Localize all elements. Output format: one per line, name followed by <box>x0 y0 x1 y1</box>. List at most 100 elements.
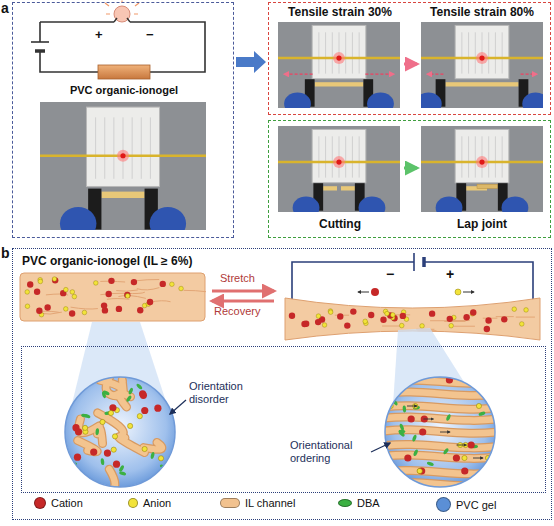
dba-molecule <box>446 414 452 422</box>
breadboard-row <box>468 32 469 73</box>
flow-arrow <box>236 51 266 73</box>
anion-dot <box>25 290 30 295</box>
cation-dot <box>350 308 356 314</box>
cation-dot <box>131 279 137 285</box>
ionogel-band <box>20 273 205 321</box>
breadboard <box>312 25 366 78</box>
cation-dot <box>419 428 426 435</box>
anion-dot <box>158 456 163 461</box>
anion-dot <box>100 419 105 424</box>
battery-plate <box>413 253 415 271</box>
anion-dot <box>93 281 98 286</box>
cation-dot <box>36 308 42 314</box>
ionogel-strip <box>323 186 337 190</box>
cation-dot <box>501 316 507 322</box>
legend-swatch <box>338 499 352 507</box>
photo-ground <box>278 126 400 212</box>
glove <box>359 197 386 212</box>
wire <box>292 262 533 300</box>
breadboard-row <box>359 32 360 73</box>
band-fiber <box>184 290 206 291</box>
magnified-view <box>65 366 175 491</box>
anion-dot <box>70 290 75 295</box>
anion-mark <box>455 289 461 295</box>
recovery-arrow <box>212 300 274 303</box>
anion-dot <box>462 455 467 460</box>
dba-molecule <box>391 473 397 481</box>
band-fiber <box>137 288 159 290</box>
breadboard-row <box>475 136 476 177</box>
ionogel-block <box>98 65 150 79</box>
breadboard-row <box>359 136 360 177</box>
step-arrow <box>404 167 417 170</box>
band-fiber <box>516 317 535 318</box>
cation-dot <box>154 405 161 412</box>
breadboard-row <box>345 32 346 73</box>
anion-dot <box>385 311 390 316</box>
cation-dot <box>160 281 166 287</box>
dba-molecule <box>483 385 490 389</box>
legend-item: Cation <box>34 497 83 509</box>
legend-text: DBA <box>357 497 380 509</box>
leader-line <box>371 443 390 452</box>
cation-dot <box>463 314 469 320</box>
breadboard-row <box>461 32 462 73</box>
anion-dot <box>389 390 394 395</box>
ionogel-strip <box>101 192 144 198</box>
band-fiber <box>382 326 402 327</box>
cation-dot <box>104 450 111 457</box>
cation-dot <box>147 299 153 305</box>
led-glow <box>333 156 345 168</box>
breadboard-row <box>468 136 469 177</box>
breadboard-row <box>318 32 319 73</box>
zoom-box: Orientation disorderOrientational orderi… <box>21 346 546 493</box>
legend-swatch <box>128 498 138 508</box>
ion-flow <box>440 432 450 433</box>
dba-molecule <box>136 383 143 390</box>
cation-dot <box>108 278 114 284</box>
legend-item: IL channel <box>220 497 295 509</box>
led-glow <box>476 156 488 168</box>
ion-flow <box>457 445 467 446</box>
breadboard-row <box>332 136 333 177</box>
cation-dot <box>106 291 112 297</box>
il-channel <box>380 455 500 458</box>
cation-dot <box>141 407 148 414</box>
anion-dot <box>519 322 524 327</box>
band-fiber <box>134 280 159 281</box>
cation-dot <box>418 467 425 474</box>
cation-dot <box>90 448 97 455</box>
anion-dot <box>64 287 69 292</box>
breadboard-row <box>318 136 319 177</box>
breadboard-row <box>325 32 326 73</box>
leader-line <box>170 400 186 414</box>
channel-edge <box>380 455 500 458</box>
anion-dot <box>128 423 133 428</box>
anion-dot <box>476 403 481 408</box>
cation-dot <box>74 454 81 461</box>
dba-molecule <box>126 395 133 403</box>
glove <box>502 197 529 212</box>
ionogel-strip <box>477 184 498 188</box>
dba-molecule <box>100 458 104 465</box>
ionogel-strip <box>315 82 364 86</box>
anion-dot <box>524 308 529 313</box>
wire <box>40 22 205 72</box>
channel-edge <box>119 437 145 453</box>
breadboard-row <box>95 117 96 178</box>
anion-dot <box>142 446 147 451</box>
pvc-gel <box>65 377 175 487</box>
drift-arrow <box>463 292 474 293</box>
photo <box>278 126 400 212</box>
breadboard-row <box>461 136 462 177</box>
cation-dot <box>27 281 33 287</box>
anion-dot <box>391 313 396 318</box>
il-channel <box>380 392 500 395</box>
breadboard-row <box>352 136 353 177</box>
breadboard-row <box>488 136 489 177</box>
anion-dot <box>112 434 117 439</box>
breadboard-row <box>495 136 496 177</box>
glove <box>60 207 97 230</box>
breadboard-row <box>104 117 105 178</box>
anion-dot <box>82 310 87 315</box>
